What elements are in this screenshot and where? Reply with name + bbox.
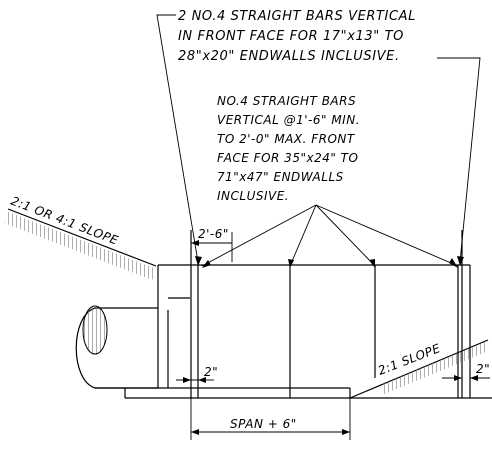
- slope-hatching-right: [380, 341, 488, 394]
- left-slope: 2:1 OR 4:1 SLOPE: [4, 194, 157, 280]
- leader-line-right: [437, 57, 481, 263]
- spaced-bars-leaders: [201, 204, 459, 268]
- spaced-bars-note-line-6: INCLUSIVE.: [217, 189, 289, 203]
- dimension-span: SPAN + 6": [190, 398, 351, 440]
- face-bars-note-line-1: 2 NO.4 STRAIGHT BARS VERTICAL: [178, 9, 416, 24]
- dimension-right: 2": [442, 362, 490, 381]
- dimension-left: 2": [176, 365, 218, 383]
- pipe: [75, 305, 158, 389]
- face-bars-note-line-3: 28"x20" ENDWALLS INCLUSIVE.: [178, 49, 400, 64]
- face-bars-note: 2 NO.4 STRAIGHT BARS VERTICAL IN FRONT F…: [178, 9, 416, 64]
- spaced-bars-note: NO.4 STRAIGHT BARS VERTICAL @1'-6" MIN. …: [217, 94, 360, 203]
- leader-line-left: [156, 14, 199, 263]
- spaced-bars-note-line-4: FACE FOR 35"x24" TO: [217, 151, 358, 165]
- face-bars-note-line-2: IN FRONT FACE FOR 17"x13" TO: [178, 29, 404, 44]
- spaced-bars-note-line-1: NO.4 STRAIGHT BARS: [217, 94, 356, 108]
- spaced-bars-note-line-3: TO 2'-0" MAX. FRONT: [217, 132, 356, 146]
- dim-label-top: 2'-6": [198, 227, 229, 241]
- dim-label-span: SPAN + 6": [230, 417, 297, 431]
- pipe-opening-hatch: [82, 305, 108, 355]
- dimension-top: 2'-6": [191, 227, 233, 262]
- dim-label-right: 2": [476, 362, 490, 376]
- vertical-bars: [190, 230, 463, 398]
- slope-hatching-left: [4, 212, 156, 280]
- leader-arrow-left: [195, 256, 202, 266]
- right-slope: 2:1 SLOPE: [349, 339, 489, 399]
- dim-label-left: 2": [204, 365, 218, 379]
- spaced-bars-note-line-2: VERTICAL @1'-6" MIN.: [217, 113, 360, 127]
- spaced-bars-note-line-5: 71"x47" ENDWALLS: [217, 170, 344, 184]
- endwall: [95, 264, 492, 399]
